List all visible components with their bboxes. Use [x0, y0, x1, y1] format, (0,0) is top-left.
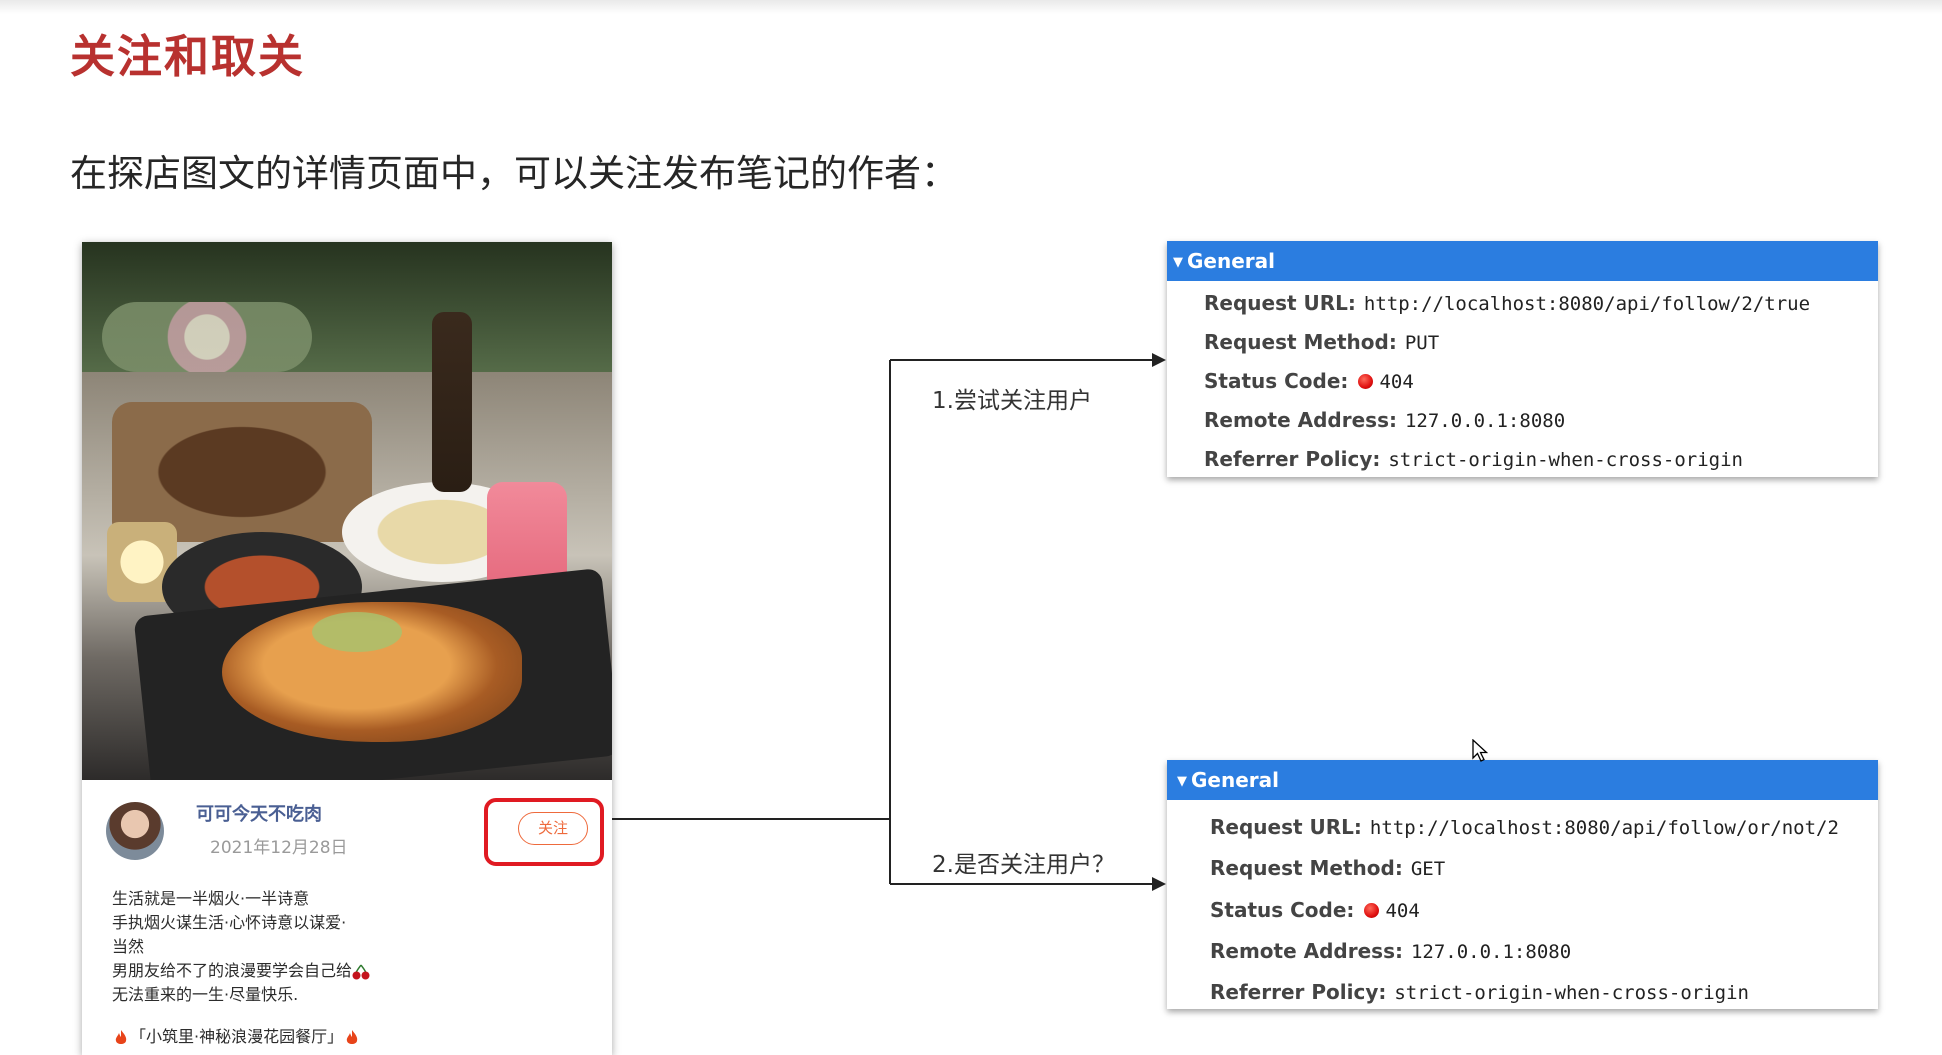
- request-url-key: Request URL:: [1210, 815, 1362, 839]
- status-error-icon: [1358, 374, 1374, 389]
- post-line: 生活就是一半烟火·一半诗意: [112, 889, 310, 908]
- general-header-label: General: [1191, 768, 1279, 792]
- referrer-policy-key: Referrer Policy:: [1210, 980, 1387, 1004]
- request-url-key: Request URL:: [1204, 291, 1356, 315]
- cherry-icon: [352, 964, 370, 979]
- request-url-value: http://localhost:8080/api/follow/2/true: [1363, 293, 1811, 315]
- request-method-key: Request Method:: [1204, 330, 1397, 354]
- fire-icon: [346, 1029, 358, 1044]
- request-url-row: Request URL: http://localhost:8080/api/fo…: [1210, 815, 1839, 839]
- triangle-down-icon: ▼: [1173, 255, 1183, 270]
- mouse-cursor-icon: [1472, 739, 1489, 762]
- post-detail-card: 可可今天不吃肉 2021年12月28日 关注 生活就是一半烟火·一半诗意 手执烟…: [82, 242, 612, 1055]
- remote-address-row: Remote Address: 127.0.0.1:8080: [1210, 939, 1571, 963]
- status-error-icon: [1364, 903, 1380, 918]
- general-section-toggle[interactable]: ▼ General: [1167, 760, 1878, 800]
- request-method-value: PUT: [1404, 332, 1440, 354]
- referrer-policy-row: Referrer Policy: strict-origin-when-cross…: [1210, 980, 1749, 1004]
- general-section-toggle[interactable]: ▼ General: [1167, 241, 1878, 281]
- status-code-key: Status Code:: [1204, 369, 1349, 393]
- post-line: 男朋友给不了的浪漫要学会自己给: [112, 959, 592, 983]
- referrer-policy-row: Referrer Policy: strict-origin-when-cross…: [1204, 447, 1743, 471]
- referrer-policy-key: Referrer Policy:: [1204, 447, 1381, 471]
- author-row: 可可今天不吃肉 2021年12月28日 关注: [82, 780, 612, 880]
- step-2-label: 2.是否关注用户？: [932, 852, 1115, 878]
- shop-tag[interactable]: 「小筑里·神秘浪漫花园餐厅」: [112, 1023, 361, 1047]
- status-code-value: 404: [1385, 900, 1420, 922]
- referrer-policy-value: strict-origin-when-cross-origin: [1388, 449, 1743, 471]
- top-shade: [0, 0, 1942, 14]
- follow-button-highlight: [484, 798, 604, 866]
- remote-address-value: 127.0.0.1:8080: [1404, 410, 1566, 432]
- post-line: 手执烟火谋生活·心怀诗意以谋爱·: [112, 913, 347, 932]
- remote-address-key: Remote Address:: [1204, 408, 1397, 432]
- request-method-row: Request Method: GET: [1210, 856, 1445, 880]
- step-1-label: 1.尝试关注用户: [932, 388, 1092, 414]
- slide-subtitle: 在探店图文的详情页面中，可以关注发布笔记的作者：: [70, 152, 958, 195]
- request-panel-is-follow: ▼ General Request URL: http://localhost:80…: [1167, 760, 1878, 1009]
- post-body-text: 生活就是一半烟火·一半诗意 手执烟火谋生活·心怀诗意以谋爱· 当然 男朋友给不了…: [112, 887, 592, 1007]
- status-code-row: Status Code: 404: [1210, 898, 1420, 922]
- request-url-row: Request URL: http://localhost:8080/api/fo…: [1204, 291, 1810, 315]
- status-code-key: Status Code:: [1210, 898, 1355, 922]
- request-url-value: http://localhost:8080/api/follow/or/not/…: [1369, 817, 1839, 839]
- post-line: 无法重来的一生·尽量快乐.: [112, 985, 299, 1004]
- post-line: 当然: [112, 937, 145, 956]
- remote-address-row: Remote Address: 127.0.0.1:8080: [1204, 408, 1565, 432]
- status-code-value: 404: [1379, 371, 1414, 393]
- post-photo: [82, 242, 612, 780]
- triangle-down-icon: ▼: [1177, 774, 1187, 789]
- author-name[interactable]: 可可今天不吃肉: [196, 804, 322, 825]
- shop-tag-label: 「小筑里·神秘浪漫花园餐厅」: [130, 1027, 344, 1046]
- status-code-row: Status Code: 404: [1204, 369, 1414, 393]
- remote-address-key: Remote Address:: [1210, 939, 1403, 963]
- page-title: 关注和取关: [70, 30, 306, 83]
- request-method-value: GET: [1410, 858, 1446, 880]
- post-line-text: 男朋友给不了的浪漫要学会自己给: [112, 961, 353, 980]
- referrer-policy-value: strict-origin-when-cross-origin: [1394, 982, 1749, 1004]
- remote-address-value: 127.0.0.1:8080: [1410, 941, 1572, 963]
- general-header-label: General: [1187, 249, 1275, 273]
- author-avatar[interactable]: [106, 802, 164, 860]
- follow-button[interactable]: 关注: [518, 812, 588, 845]
- post-date: 2021年12月28日: [210, 838, 348, 858]
- fire-icon: [115, 1029, 127, 1044]
- request-method-key: Request Method:: [1210, 856, 1403, 880]
- request-method-row: Request Method: PUT: [1204, 330, 1439, 354]
- request-panel-follow: ▼ General Request URL: http://localhost:80…: [1167, 241, 1878, 477]
